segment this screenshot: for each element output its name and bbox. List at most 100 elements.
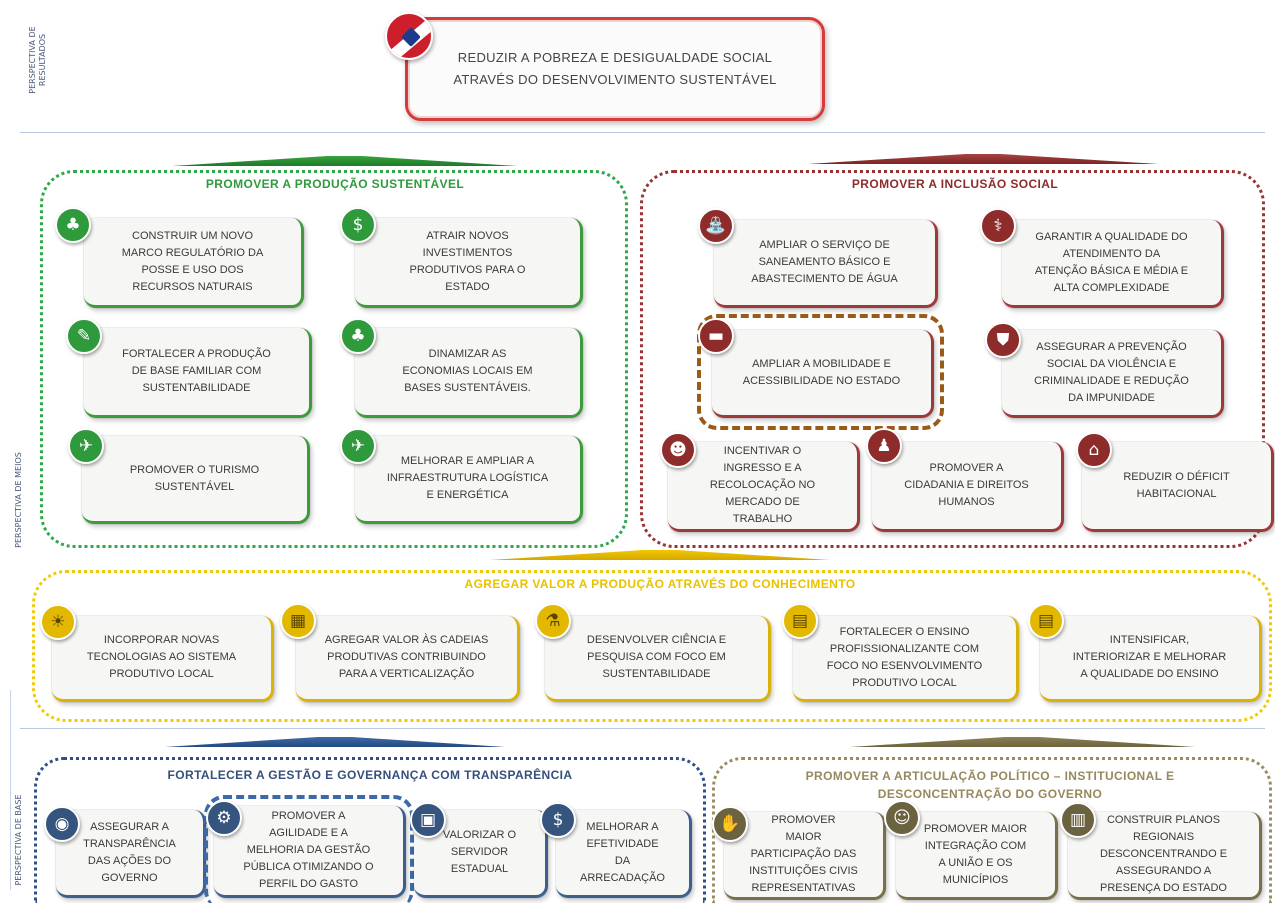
base-side-line	[10, 690, 11, 890]
card-violencia: ASSEGURAR A PREVENÇÃO SOCIAL DA VIOLÊNCI…	[1002, 330, 1224, 418]
card-qualidade-ensino-text: INTENSIFICAR, INTERIORIZAR E MELHORAR A …	[1072, 634, 1227, 680]
building-icon: ▥	[1060, 802, 1096, 838]
card-saneamento-text: AMPLIAR O SERVIÇO DE SANEAMENTO BÁSICO E…	[751, 239, 898, 285]
card-infraestrutura-text: MELHORAR E AMPLIAR A INFRAESTRUTURA LOGÍ…	[386, 455, 549, 501]
eye-icon: ◉	[44, 806, 80, 842]
card-agilidade-gestao: PROMOVER A AGILIDADE E A MELHORIA DA GES…	[214, 806, 406, 898]
worker-icon: ☻	[660, 432, 696, 468]
card-novas-tecnologias-text: INCORPORAR NOVAS TECNOLOGIAS AO SISTEMA …	[86, 634, 237, 680]
gestao-group	[34, 757, 706, 903]
card-novas-tecnologias: INCORPORAR NOVAS TECNOLOGIAS AO SISTEMA …	[52, 616, 274, 702]
pencil-icon: ✎	[66, 318, 102, 354]
gestao-arrow-bar	[165, 737, 505, 747]
group-icon: ☺	[884, 800, 920, 836]
card-mobilidade: AMPLIAR A MOBILIDADE E ACESSIBILIDADE NO…	[712, 330, 934, 418]
card-base-familiar: FORTALECER A PRODUÇÃO DE BASE FAMILIAR C…	[84, 328, 312, 418]
dollar-icon: $	[540, 802, 576, 838]
dollar-icon: $	[340, 207, 376, 243]
handshake-icon: ✋	[712, 806, 748, 842]
card-servidor: VALORIZAR O SERVIDOR ESTADUAL	[414, 810, 548, 898]
card-marco-regulatorio: CONSTRUIR UM NOVO MARCO REGULATÓRIO DA P…	[84, 218, 304, 308]
gestao-title: FORTALECER A GESTÃO E GOVERNANÇA COM TRA…	[167, 768, 573, 782]
card-marco-regulatorio-text: CONSTRUIR UM NOVO MARCO REGULATÓRIO DA P…	[121, 229, 264, 293]
gears-icon: ⚙	[206, 800, 242, 836]
producao-group	[40, 170, 628, 548]
card-base-familiar-text: FORTALECER A PRODUÇÃO DE BASE FAMILIAR C…	[122, 348, 271, 394]
plane-landing-icon: ✈	[340, 428, 376, 464]
card-cidadania-text: PROMOVER A CIDADANIA E DIREITOS HUMANOS	[904, 462, 1029, 508]
card-ciencia-pesquisa-text: DESENVOLVER CIÊNCIA E PESQUISA COM FOCO …	[586, 634, 727, 680]
mobilidade-highlight	[697, 314, 944, 430]
card-ensino-profissionalizante-text: FORTALECER O ENSINO PROFISSIONALIZANTE C…	[826, 625, 983, 689]
inclusao-title: PROMOVER A INCLUSÃO SOCIAL	[851, 177, 1059, 191]
card-agilidade-gestao-text: PROMOVER A AGILIDADE E A MELHORIA DA GES…	[243, 810, 374, 890]
card-planos-regionais-text: CONSTRUIR PLANOS REGIONAIS DESCONCENTRAN…	[1099, 814, 1228, 894]
card-infraestrutura: MELHORAR E AMPLIAR A INFRAESTRUTURA LOGÍ…	[355, 436, 583, 524]
shield-icon: ⛊	[985, 322, 1021, 358]
card-transparencia: ASSEGURAR A TRANSPARÊNCIA DAS AÇÕES DO G…	[56, 810, 206, 898]
tree-icon: ♣	[340, 318, 376, 354]
card-cadeias-produtivas-text: AGREGAR VALOR ÀS CADEIAS PRODUTIVAS CONT…	[324, 634, 489, 680]
card-turismo: PROMOVER O TURISMO SUSTENTÁVEL	[82, 436, 310, 524]
articulacao-arrow-bar	[850, 737, 1195, 747]
book-icon: ▤	[782, 603, 818, 639]
base-divider	[20, 728, 1265, 729]
card-mercado-trabalho-text: INCENTIVAR O INGRESSO E A RECOLOCAÇÃO NO…	[709, 445, 816, 525]
card-instituicoes-civis-text: PROMOVER MAIOR PARTICIPAÇÃO DAS INSTITUI…	[749, 814, 858, 894]
card-cadeias-produtivas: AGREGAR VALOR ÀS CADEIAS PRODUTIVAS CONT…	[296, 616, 520, 702]
card-atrair-investimentos: ATRAIR NOVOS INVESTIMENTOS PRODUTIVOS PA…	[355, 218, 583, 308]
stethoscope-icon: ⚕	[980, 208, 1016, 244]
faucet-icon: ⛲	[698, 208, 734, 244]
conhecimento-title: AGREGAR VALOR A PRODUÇÃO ATRAVÉS DO CONH…	[464, 577, 856, 591]
card-saneamento: AMPLIAR O SERVIÇO DE SANEAMENTO BÁSICO E…	[714, 220, 938, 308]
lightbulb-icon: ☀	[40, 604, 76, 640]
book-icon: ▤	[1028, 603, 1064, 639]
inclusao-arrow-bar	[808, 154, 1158, 164]
articulacao-title: PROMOVER A ARTICULAÇÃO POLÍTICO – INSTIT…	[805, 769, 1175, 801]
house-icon: ⌂	[1076, 432, 1112, 468]
results-divider	[20, 132, 1265, 133]
card-atencao-basica-text: GARANTIR A QUALIDADE DO ATENDIMENTO DA A…	[1034, 230, 1189, 294]
side-label-results: PERSPECTIVA DE RESULTADOS	[28, 26, 47, 94]
card-planos-regionais: CONSTRUIR PLANOS REGIONAIS DESCONCENTRAN…	[1068, 812, 1262, 900]
para-flag-icon	[385, 12, 433, 60]
id-card-icon: ▣	[410, 802, 446, 838]
people-icon: ♟	[866, 428, 902, 464]
card-violencia-text: ASSEGURAR A PREVENÇÃO SOCIAL DA VIOLÊNCI…	[1034, 340, 1189, 404]
card-arrecadacao-text: MELHORAR A EFETIVIDADE DA ARRECADAÇÃO	[580, 820, 665, 884]
card-cidadania: PROMOVER A CIDADANIA E DIREITOS HUMANOS	[872, 442, 1064, 532]
card-ensino-profissionalizante: FORTALECER O ENSINO PROFISSIONALIZANTE C…	[793, 616, 1019, 702]
card-qualidade-ensino: INTENSIFICAR, INTERIORIZAR E MELHORAR A …	[1040, 616, 1262, 702]
card-servidor-text: VALORIZAR O SERVIDOR ESTADUAL	[442, 829, 517, 875]
vision-box: REDUZIR A POBREZA E DESIGUALDADE SOCIAL …	[405, 17, 825, 121]
vision-text: REDUZIR A POBREZA E DESIGUALDADE SOCIAL …	[453, 50, 777, 87]
airplane-icon: ✈	[68, 428, 104, 464]
card-ciencia-pesquisa: DESENVOLVER CIÊNCIA E PESQUISA COM FOCO …	[545, 616, 771, 702]
card-mobilidade-text: AMPLIAR A MOBILIDADE E ACESSIBILIDADE NO…	[742, 357, 901, 387]
card-transparencia-text: ASSEGURAR A TRANSPARÊNCIA DAS AÇÕES DO G…	[83, 820, 176, 884]
bus-icon: ▬	[698, 318, 734, 354]
conhecimento-arrow-bar	[490, 550, 830, 560]
producao-arrow-bar	[172, 156, 517, 166]
card-mercado-trabalho: INCENTIVAR O INGRESSO E A RECOLOCAÇÃO NO…	[668, 442, 860, 532]
card-atencao-basica: GARANTIR A QUALIDADE DO ATENDIMENTO DA A…	[1002, 220, 1224, 308]
card-deficit-habitacional: REDUZIR O DÉFICIT HABITACIONAL	[1082, 442, 1274, 532]
card-instituicoes-civis: PROMOVER MAIOR PARTICIPAÇÃO DAS INSTITUI…	[724, 812, 886, 900]
producao-title: PROMOVER A PRODUÇÃO SUSTENTÁVEL	[205, 177, 465, 191]
card-arrecadacao: MELHORAR A EFETIVIDADE DA ARRECADAÇÃO	[556, 810, 692, 898]
card-economias-locais-text: DINAMIZAR AS ECONOMIAS LOCAIS EM BASES S…	[402, 348, 533, 394]
card-integracao-uniao-text: PROMOVER MAIOR INTEGRAÇÃO COM A UNIÃO E …	[923, 822, 1028, 886]
microscope-icon: ⚗	[535, 603, 571, 639]
agilidade-highlight	[204, 795, 414, 903]
card-economias-locais: DINAMIZAR AS ECONOMIAS LOCAIS EM BASES S…	[355, 328, 583, 418]
conhecimento-group	[32, 570, 1272, 722]
card-turismo-text: PROMOVER O TURISMO SUSTENTÁVEL	[129, 463, 260, 493]
inclusao-group	[640, 170, 1265, 548]
tree-icon: ♣	[55, 207, 91, 243]
factory-icon: ▦	[280, 603, 316, 639]
card-integracao-uniao: PROMOVER MAIOR INTEGRAÇÃO COM A UNIÃO E …	[896, 812, 1058, 900]
side-label-base: PERSPECTIVA DE BASE	[14, 794, 23, 886]
side-label-means: PERSPECTIVA DE MEIOS	[14, 452, 23, 548]
card-deficit-habitacional-text: REDUZIR O DÉFICIT HABITACIONAL	[1123, 470, 1230, 500]
card-atrair-investimentos-text: ATRAIR NOVOS INVESTIMENTOS PRODUTIVOS PA…	[409, 229, 526, 293]
